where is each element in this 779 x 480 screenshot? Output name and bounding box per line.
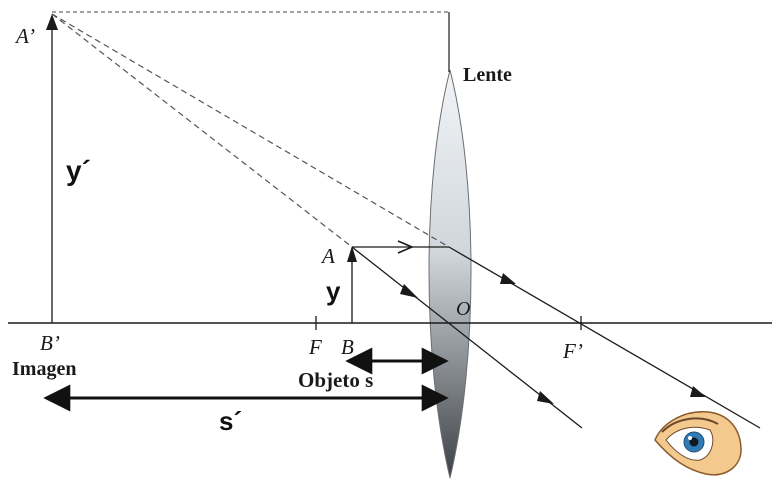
ray-center-arrowhead-2 [537,391,554,404]
focal-left-label: F [308,335,322,359]
converging-lens [428,69,472,479]
image-caption-label: Imagen [12,358,76,380]
lens-label: Lente [463,64,512,86]
virtual-ray-1 [51,13,353,248]
focal-right-label: F’ [562,339,583,363]
object-arrow-head [347,246,357,262]
image-top-label: A’ [14,24,35,48]
object-bottom-label: B [341,335,354,359]
ray-refracted-focal [448,246,761,429]
image-height-label: y´ [66,155,91,186]
image-arrow-head [46,14,58,30]
object-height-label: y [326,276,341,306]
optical-center-label: O [456,298,470,320]
virtual-ray-2 [51,13,450,248]
object-distance-label: Objeto s [298,368,373,392]
ray-center-arrowhead-1 [400,284,418,298]
image-bottom-label: B’ [40,331,60,355]
eye-icon [654,411,742,476]
ray-parallel-arrowhead [397,240,415,254]
image-distance-label: s´ [219,406,242,436]
ray-refracted-arrowhead-1 [500,273,516,284]
object-top-label: A [320,244,335,268]
ray-refracted-arrowhead-2 [690,386,706,397]
